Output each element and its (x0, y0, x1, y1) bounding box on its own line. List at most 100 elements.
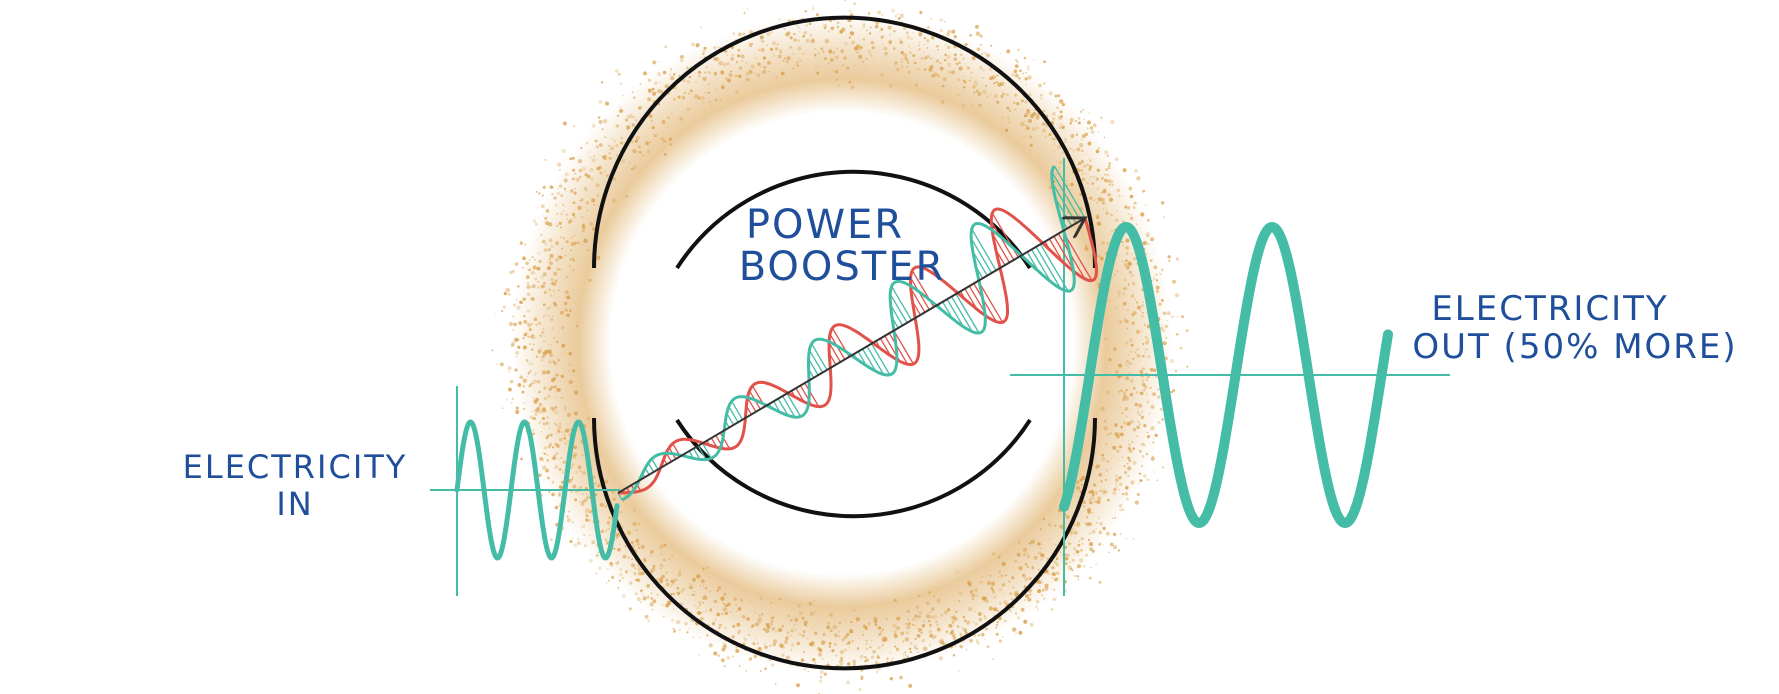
halo-speck (912, 54, 916, 57)
helix-rung (910, 288, 926, 313)
halo-speck (666, 116, 671, 120)
halo-speck (564, 172, 569, 177)
halo-speck (852, 662, 856, 667)
halo-speck (766, 625, 771, 629)
halo-speck (909, 651, 912, 654)
halo-speck (1037, 568, 1040, 571)
halo-speck (720, 596, 725, 601)
halo-speck (1081, 483, 1084, 486)
halo-speck (562, 203, 565, 206)
halo-speck (789, 36, 793, 40)
halo-speck (1026, 565, 1029, 568)
halo-speck (1064, 179, 1068, 182)
halo-speck (551, 480, 555, 484)
halo-speck (609, 146, 615, 151)
halo-speck (566, 218, 568, 220)
halo-speck (1021, 99, 1024, 103)
halo-speck (1040, 558, 1043, 561)
halo-speck (519, 241, 523, 245)
halo-speck (532, 220, 534, 222)
halo-speck (686, 66, 689, 70)
halo-speck (553, 337, 555, 340)
output-waveform (1059, 221, 1393, 529)
halo-speck (1112, 445, 1117, 451)
halo-speck (875, 661, 879, 665)
halo-speck (1141, 330, 1144, 333)
halo-speck (613, 140, 617, 143)
halo-speck (1137, 482, 1140, 485)
halo-speck (1136, 223, 1138, 226)
halo-speck (540, 275, 544, 279)
halo-speck (1009, 592, 1012, 595)
halo-speck (1089, 547, 1093, 551)
halo-speck (652, 91, 657, 96)
halo-speck (548, 238, 553, 243)
helix-rung (1054, 165, 1086, 219)
halo-speck (918, 615, 921, 618)
halo-speck (1138, 413, 1141, 416)
helix-rung (970, 238, 993, 274)
halo-speck (702, 597, 706, 600)
halo-speck (1051, 566, 1055, 570)
halo-speck (929, 633, 934, 638)
halo-speck (555, 340, 559, 344)
halo-speck (1119, 432, 1124, 437)
halo-speck (912, 618, 915, 621)
halo-speck (1026, 65, 1030, 69)
halo-speck (846, 66, 850, 70)
halo-speck (826, 621, 831, 625)
halo-speck (583, 238, 588, 243)
halo-speck (790, 634, 792, 637)
halo-speck (1044, 135, 1047, 137)
halo-speck (526, 306, 528, 308)
halo-speck (549, 443, 553, 446)
halo-speck (1112, 445, 1116, 450)
halo-speck (1095, 563, 1098, 566)
halo-speck (858, 688, 862, 692)
halo-speck (530, 382, 533, 386)
halo-speck (550, 318, 554, 322)
halo-speck (1089, 159, 1092, 162)
halo-speck (969, 33, 972, 37)
halo-speck (713, 46, 717, 50)
halo-speck (1128, 443, 1131, 447)
halo-speck (835, 78, 838, 82)
helix-rung (971, 228, 997, 271)
halo-speck (777, 54, 782, 59)
halo-speck (957, 78, 961, 82)
halo-speck (895, 647, 900, 651)
halo-speck (1127, 261, 1132, 266)
halo-speck (895, 625, 901, 631)
halo-speck (901, 57, 904, 60)
halo-speck (709, 608, 713, 611)
halo-speck (562, 300, 564, 302)
halo-speck (544, 216, 548, 220)
halo-speck (1125, 265, 1130, 270)
halo-speck (559, 437, 563, 442)
halo-speck (1028, 541, 1032, 545)
halo-speck (824, 26, 827, 30)
halo-speck (771, 627, 776, 631)
halo-speck (554, 505, 559, 510)
halo-speck (923, 620, 925, 622)
halo-speck (769, 622, 773, 626)
halo-speck (1111, 517, 1114, 520)
halo-speck (894, 61, 898, 65)
halo-speck (660, 552, 663, 555)
halo-speck (988, 104, 991, 107)
halo-speck (523, 314, 526, 318)
halo-speck (1086, 127, 1089, 130)
halo-speck (688, 627, 691, 630)
halo-speck (717, 614, 719, 617)
halo-speck (630, 563, 636, 568)
halo-speck (676, 586, 680, 590)
halo-speck (631, 545, 635, 548)
halo-speck (850, 620, 853, 624)
halo-speck (1090, 495, 1095, 500)
halo-speck (978, 617, 983, 622)
halo-speck (550, 538, 553, 541)
halo-speck (1174, 370, 1178, 373)
halo-speck (1107, 299, 1110, 302)
halo-speck (899, 40, 903, 44)
halo-speck (1086, 153, 1088, 155)
